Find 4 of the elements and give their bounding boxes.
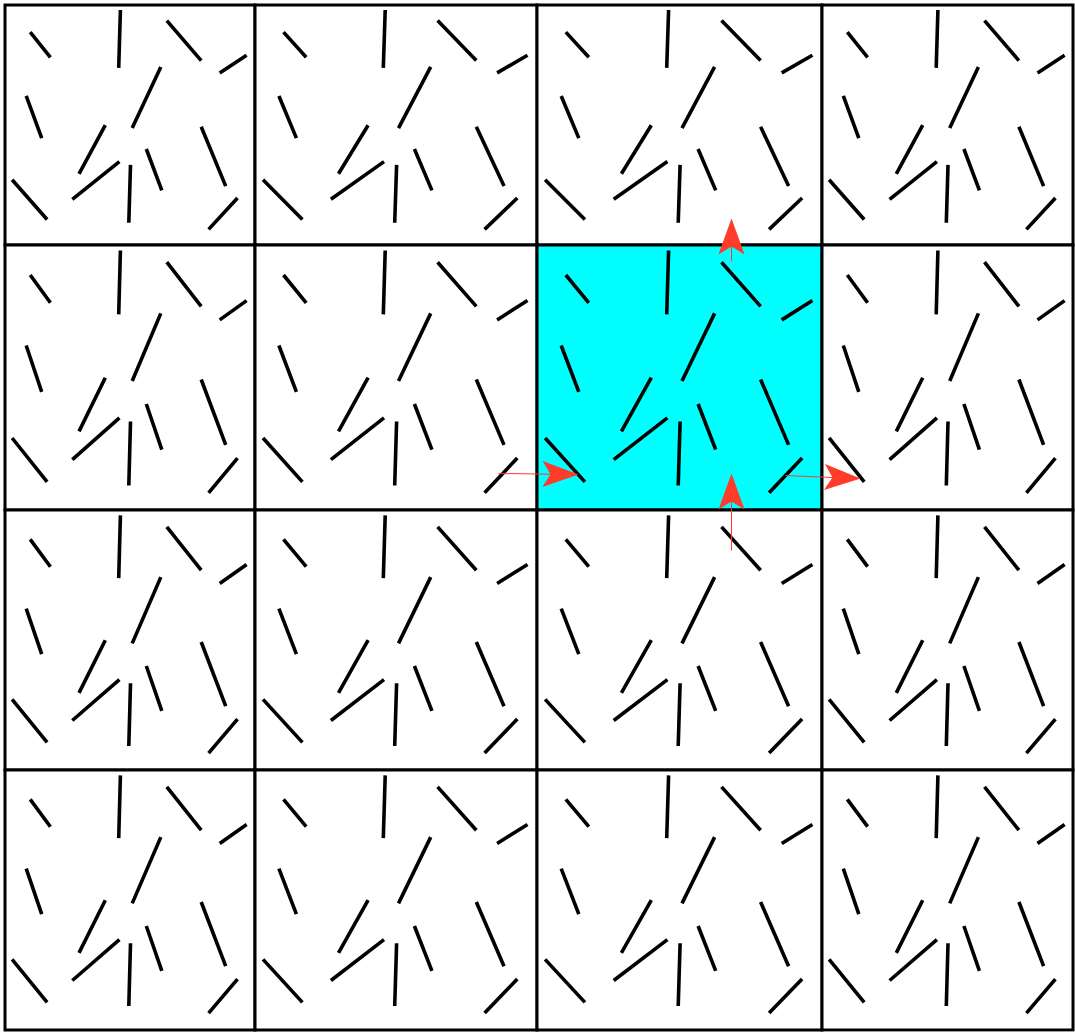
arrow xyxy=(498,461,578,487)
arrow xyxy=(785,464,860,490)
arrow xyxy=(718,219,745,262)
arrow xyxy=(718,474,745,551)
